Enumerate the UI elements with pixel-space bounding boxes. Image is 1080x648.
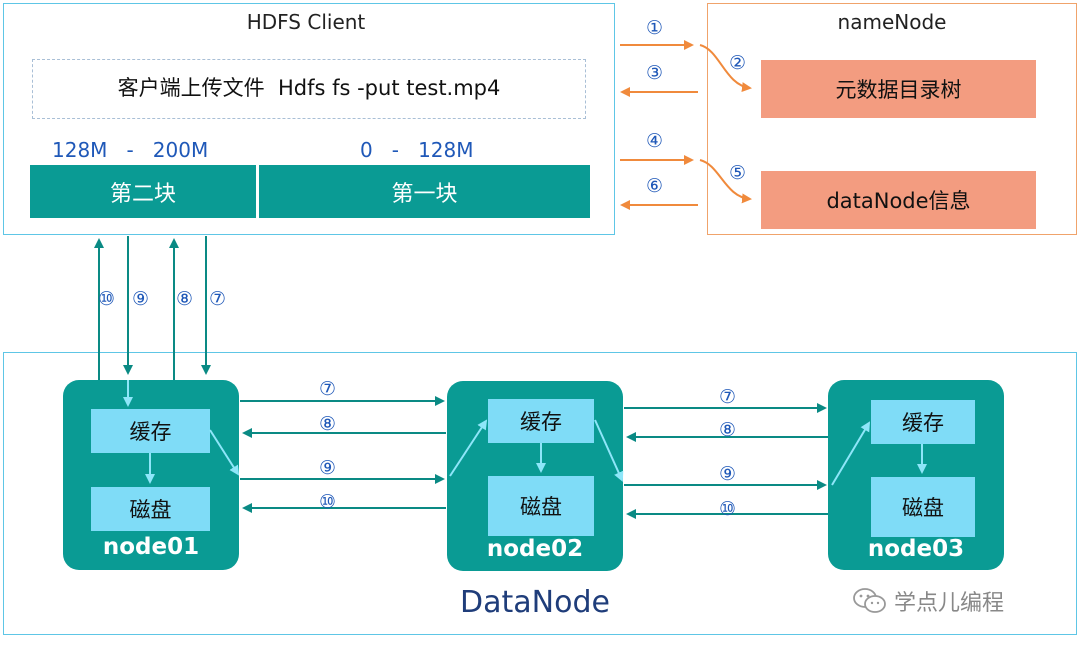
step-10-label-n1n2: ⑩ <box>319 491 337 513</box>
step-4-label: ④ <box>646 130 664 152</box>
datanode-title: DataNode <box>460 585 610 620</box>
node03-cache: 缓存 <box>871 400 975 444</box>
block-first: 第一块 <box>259 165 590 218</box>
arrow-step2 <box>699 44 752 92</box>
arrow-node02-forward <box>594 419 624 482</box>
node01-name: node01 <box>102 534 200 560</box>
namenode-metadata-tree: 元数据目录树 <box>761 60 1036 118</box>
arrow-node01-forward <box>209 429 240 476</box>
step-7-label-n2n3: ⑦ <box>719 386 737 408</box>
upload-command-text: 客户端上传文件 Hdfs fs -put test.mp4 <box>117 76 501 100</box>
watermark: 学点儿编程 <box>852 585 1004 617</box>
node03-name: node03 <box>867 536 965 562</box>
step-7-label-n1n2: ⑦ <box>319 378 337 400</box>
namenode-box <box>707 3 1077 235</box>
step-2-label: ② <box>729 52 747 74</box>
arrow-step5 <box>699 159 752 204</box>
step-9-label-vertical: ⑨ <box>132 288 150 310</box>
range-first-block: 0 - 128M <box>360 138 474 162</box>
step-8-label-n1n2: ⑧ <box>319 413 337 435</box>
datanode-box <box>3 352 1077 635</box>
step-3-label: ③ <box>646 62 664 84</box>
namenode-datanode-info: dataNode信息 <box>761 171 1036 229</box>
step-10-label-vertical: ⑩ <box>98 288 116 310</box>
hdfs-client-title: HDFS Client <box>246 10 366 34</box>
arrow-node03-receive <box>831 421 871 486</box>
wechat-icon <box>853 588 886 613</box>
step-10-label-n2n3: ⑩ <box>719 498 737 520</box>
node01-disk: 磁盘 <box>91 487 210 531</box>
step-7-label-vertical: ⑦ <box>209 288 227 310</box>
step-1-label: ① <box>646 17 664 39</box>
step-9-label-n2n3: ⑨ <box>719 463 737 485</box>
hdfs-client-box <box>3 3 615 235</box>
namenode-title: nameNode <box>837 10 947 34</box>
node02-disk: 磁盘 <box>488 476 594 536</box>
node02-name: node02 <box>486 536 584 562</box>
node01-cache: 缓存 <box>91 409 210 453</box>
node03-disk: 磁盘 <box>871 477 975 537</box>
step-6-label: ⑥ <box>646 175 664 197</box>
step-9-label-n1n2: ⑨ <box>319 457 337 479</box>
step-8-label-vertical: ⑧ <box>176 288 194 310</box>
step-8-label-n2n3: ⑧ <box>719 419 737 441</box>
arrow-node02-receive <box>449 419 488 477</box>
block-second: 第二块 <box>30 165 256 218</box>
range-second-block: 128M - 200M <box>52 138 209 162</box>
upload-command-box <box>32 59 586 119</box>
watermark-text: 学点儿编程 <box>894 591 1005 616</box>
step-5-label: ⑤ <box>729 162 747 184</box>
node02-cache: 缓存 <box>488 399 594 443</box>
